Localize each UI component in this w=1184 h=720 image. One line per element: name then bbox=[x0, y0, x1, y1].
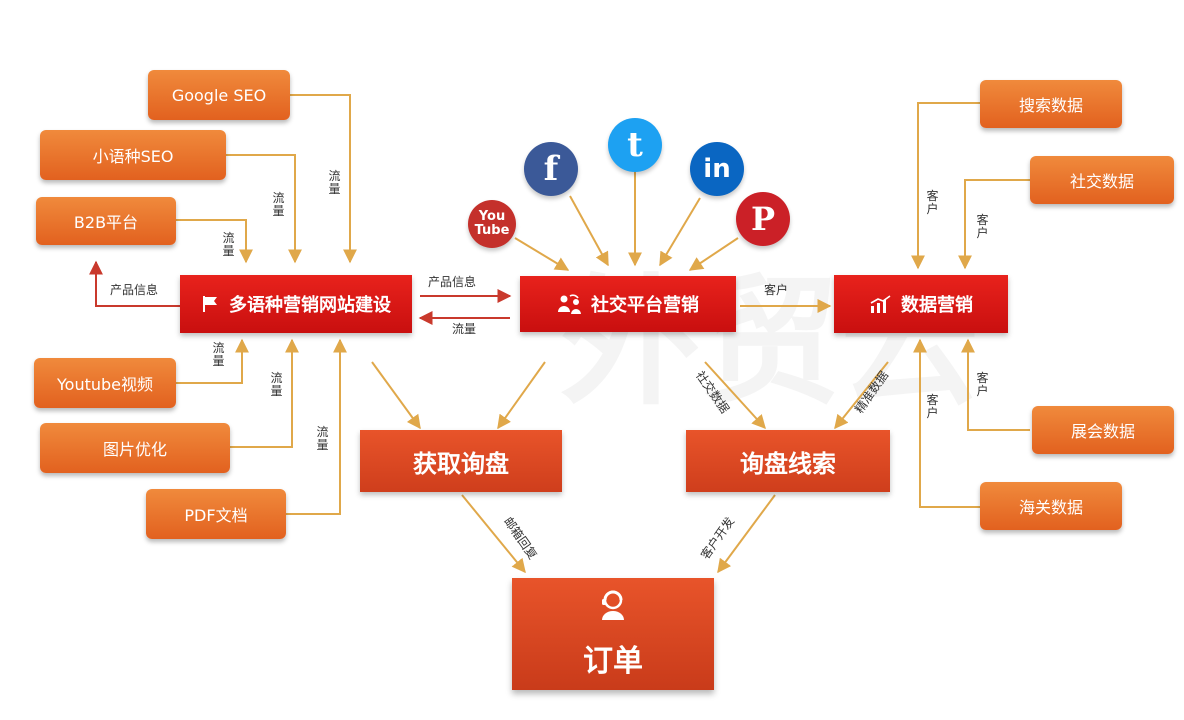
source-b2b-platform: B2B平台 bbox=[36, 197, 176, 245]
source-search-data-label: 搜索数据 bbox=[1018, 96, 1083, 115]
youtube-icon: You Tube bbox=[468, 200, 516, 248]
edge-image-opt bbox=[230, 338, 299, 448]
edge-pin-social bbox=[688, 237, 739, 271]
label-traffic-pdf: 流量 bbox=[316, 425, 329, 452]
source-pdf-document: PDF文档 bbox=[146, 489, 286, 539]
edge-in-social bbox=[659, 197, 701, 267]
result-get-inquiry-label: 获取询盘 bbox=[413, 449, 509, 478]
label-traffic-minor-seo: 流量 bbox=[272, 191, 285, 218]
twitter-icon: t bbox=[608, 118, 662, 172]
source-youtube-video: Youtube视频 bbox=[34, 358, 176, 408]
source-google-seo-label: Google SEO bbox=[171, 85, 267, 105]
source-b2b-platform-label: B2B平台 bbox=[73, 213, 139, 232]
people-exchange-icon bbox=[557, 293, 583, 315]
edge-yt-social bbox=[514, 237, 570, 271]
edge-social-leads bbox=[704, 361, 766, 430]
hub-data-marketing-label: 数据营销 bbox=[901, 295, 973, 316]
hub-data-marketing: 数据营销 bbox=[834, 275, 1008, 333]
source-pdf-document-label: PDF文档 bbox=[184, 506, 248, 525]
label-traffic-youtube: 流量 bbox=[212, 341, 225, 368]
result-order: 订单 bbox=[512, 578, 714, 690]
edge-pdf bbox=[286, 338, 347, 515]
edge-search-data bbox=[911, 102, 980, 270]
hub-multilingual-website-label: 多语种营销网站建设 bbox=[229, 295, 391, 316]
hub-social-marketing: 社交平台营销 bbox=[520, 276, 736, 332]
edge-leads-order bbox=[717, 494, 776, 574]
result-get-inquiry: 获取询盘 bbox=[360, 430, 562, 492]
youtube-icon-bottom: Tube bbox=[474, 223, 510, 238]
source-youtube-video-label: Youtube视频 bbox=[57, 375, 153, 394]
source-image-optimization: 图片优化 bbox=[40, 423, 230, 473]
twitter-icon-glyph: t bbox=[627, 125, 643, 165]
hub-social-marketing-label: 社交平台营销 bbox=[591, 295, 699, 316]
result-inquiry-leads-label: 询盘线索 bbox=[740, 449, 836, 478]
label-traffic-google: 流量 bbox=[328, 169, 341, 196]
source-customs-data-label: 海关数据 bbox=[1018, 498, 1083, 517]
label-traffic-b2b: 流量 bbox=[222, 231, 235, 258]
pinterest-icon: P bbox=[736, 192, 790, 246]
edge-customs-data bbox=[913, 338, 980, 508]
label-customer-customs: 客户 bbox=[926, 393, 939, 420]
edge-data-leads bbox=[834, 361, 889, 430]
youtube-icon-top: You bbox=[478, 209, 506, 224]
edge-fb-social bbox=[569, 195, 609, 267]
result-inquiry-leads: 询盘线索 bbox=[686, 430, 890, 492]
label-traffic-image: 流量 bbox=[270, 371, 283, 398]
edge-website-out bbox=[89, 260, 180, 307]
source-expo-data: 展会数据 bbox=[1032, 406, 1174, 454]
label-customer-search: 客户 bbox=[926, 189, 939, 216]
label-customer-expo: 客户 bbox=[976, 371, 989, 398]
source-expo-data-label: 展会数据 bbox=[1070, 422, 1135, 441]
customer-service-icon bbox=[596, 588, 630, 630]
linkedin-icon-glyph: in bbox=[703, 154, 731, 184]
label-traffic-back: 流量 bbox=[452, 322, 477, 336]
bar-chart-icon bbox=[869, 294, 893, 314]
linkedin-icon: in bbox=[690, 142, 744, 196]
edge-website-inquiry bbox=[371, 361, 421, 430]
edge-google-seo bbox=[290, 94, 357, 264]
flag-icon bbox=[201, 294, 221, 314]
source-search-data: 搜索数据 bbox=[980, 80, 1122, 128]
source-image-optimization-label: 图片优化 bbox=[102, 440, 167, 459]
edge-social-data-src bbox=[958, 179, 1030, 270]
source-social-data: 社交数据 bbox=[1030, 156, 1174, 204]
source-customs-data: 海关数据 bbox=[980, 482, 1122, 530]
facebook-icon: f bbox=[524, 142, 578, 196]
edge-minor-seo bbox=[226, 154, 302, 264]
edge-social-inquiry bbox=[497, 361, 546, 430]
source-minor-language-seo: 小语种SEO bbox=[40, 130, 226, 180]
source-social-data-label: 社交数据 bbox=[1069, 172, 1134, 191]
edge-b2b bbox=[176, 219, 253, 264]
pinterest-icon-glyph: P bbox=[750, 200, 776, 238]
label-customer-social-data: 客户 bbox=[764, 283, 789, 297]
source-minor-language-seo-label: 小语种SEO bbox=[92, 147, 174, 166]
source-google-seo: Google SEO bbox=[148, 70, 290, 120]
result-order-label: 订单 bbox=[583, 644, 643, 679]
label-product-info-left: 产品信息 bbox=[110, 283, 159, 297]
facebook-icon-glyph: f bbox=[543, 149, 559, 189]
edge-youtube-video bbox=[176, 338, 249, 384]
edge-expo-data bbox=[961, 338, 1030, 431]
edge-inquiry-order bbox=[461, 494, 526, 574]
label-customer-social-src: 客户 bbox=[976, 213, 989, 240]
label-product-info-mid: 产品信息 bbox=[428, 275, 477, 289]
hub-multilingual-website: 多语种营销网站建设 bbox=[180, 275, 412, 333]
